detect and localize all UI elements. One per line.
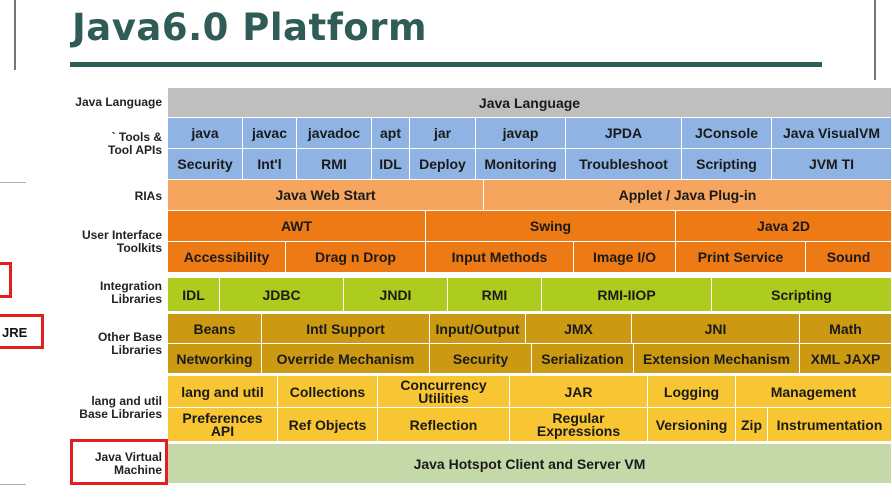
row-label-other-base: Other Base Libraries	[97, 330, 162, 357]
tool-java-visualvm: Java VisualVM	[772, 118, 892, 149]
row-label-rias: RIAs	[134, 188, 162, 203]
cell-xml-jaxp: XML JAXP	[800, 344, 892, 374]
cell-input-output: Input/Output	[430, 314, 526, 344]
row-label-tools: ` Tools & Tool APIs	[108, 130, 162, 157]
cell-idl: IDL	[168, 278, 220, 312]
cell-rmi-iiop: RMI-IIOP	[542, 278, 712, 312]
tool-rmi: RMI	[297, 149, 372, 180]
right-vertical-rule	[874, 0, 876, 80]
tool-security: Security	[168, 149, 243, 180]
slide-title: Java6.0 Platform	[72, 6, 428, 49]
cell-zip: Zip	[736, 408, 768, 442]
cell-reflection: Reflection	[378, 408, 510, 442]
cell-swing: Swing	[426, 211, 676, 242]
tool-jvm-ti: JVM TI	[772, 149, 892, 180]
tool-javac: javac	[243, 118, 297, 149]
cell-ref-objects: Ref Objects	[278, 408, 378, 442]
title-underline	[70, 62, 822, 67]
tool-javap: javap	[476, 118, 566, 149]
cell-serialization: Serialization	[532, 344, 634, 374]
row-label-jvm: Java Virtual Machine	[94, 450, 162, 477]
tool-troubleshoot: Troubleshoot	[566, 149, 682, 180]
cell-java-web-start: Java Web Start	[168, 180, 484, 211]
tool-jar: jar	[410, 118, 476, 149]
row-label-java-language: Java Language	[75, 94, 162, 109]
cell-java-language: Java Language	[168, 88, 892, 118]
jre-highlight-box	[0, 314, 44, 349]
cell-security: Security	[430, 344, 532, 374]
row-label-integration: Integration Libraries	[100, 279, 162, 306]
tool-monitoring: Monitoring	[476, 149, 566, 180]
row-label-ui-toolkits: User Interface Toolkits	[81, 228, 162, 255]
cell-collections: Collections	[278, 376, 378, 408]
row-label-lang-util: lang and util Base Libraries	[79, 394, 162, 421]
cell-java-hotspot-vm: Java Hotspot Client and Server VM	[168, 444, 892, 484]
cell-image-io: Image I/O	[574, 242, 676, 273]
cell-print-service: Print Service	[676, 242, 806, 273]
jre-label: JRE	[2, 325, 28, 340]
cell-input-methods: Input Methods	[426, 242, 574, 273]
cell-beans: Beans	[168, 314, 262, 344]
cell-regular-expressions: Regular Expressions	[510, 408, 648, 442]
tool-apt: apt	[372, 118, 410, 149]
left-divider-bottom	[0, 484, 26, 485]
cell-extension-mechanism: Extension Mechanism	[634, 344, 800, 374]
cell-intl-support: Intl Support	[262, 314, 430, 344]
tool-deploy: Deploy	[410, 149, 476, 180]
cell-lang-and-util: lang and util	[168, 376, 278, 408]
tool-jconsole: JConsole	[682, 118, 772, 149]
cell-logging: Logging	[648, 376, 736, 408]
tool-javadoc: javadoc	[297, 118, 372, 149]
tool-java: java	[168, 118, 243, 149]
cell-networking: Networking	[168, 344, 262, 374]
left-highlight-box	[0, 262, 12, 298]
cell-jndi: JNDI	[344, 278, 448, 312]
cell-instrumentation: Instrumentation	[768, 408, 892, 442]
cell-preferences-api: Preferences API	[168, 408, 278, 442]
cell-math: Math	[800, 314, 892, 344]
cell-jni: JNI	[632, 314, 800, 344]
cell-versioning: Versioning	[648, 408, 736, 442]
tool-scripting: Scripting	[682, 149, 772, 180]
tool-idl: IDL	[372, 149, 410, 180]
tool-intl: Int'l	[243, 149, 297, 180]
cell-applet-plugin: Applet / Java Plug-in	[484, 180, 892, 211]
cell-rmi: RMI	[448, 278, 542, 312]
cell-scripting: Scripting	[712, 278, 892, 312]
cell-jar: JAR	[510, 376, 648, 408]
cell-jdbc: JDBC	[220, 278, 344, 312]
cell-drag-n-drop: Drag n Drop	[286, 242, 426, 273]
tool-jpda: JPDA	[566, 118, 682, 149]
cell-jmx: JMX	[526, 314, 632, 344]
jvm-highlight-box	[70, 439, 168, 485]
cell-override-mechanism: Override Mechanism	[262, 344, 430, 374]
cell-java-2d: Java 2D	[676, 211, 892, 242]
cell-sound: Sound	[806, 242, 892, 273]
cell-accessibility: Accessibility	[168, 242, 286, 273]
left-vertical-rule	[14, 0, 16, 70]
left-divider-top	[0, 182, 26, 183]
cell-concurrency-utilities: Concurrency Utilities	[378, 376, 510, 408]
cell-management: Management	[736, 376, 892, 408]
cell-awt: AWT	[168, 211, 426, 242]
